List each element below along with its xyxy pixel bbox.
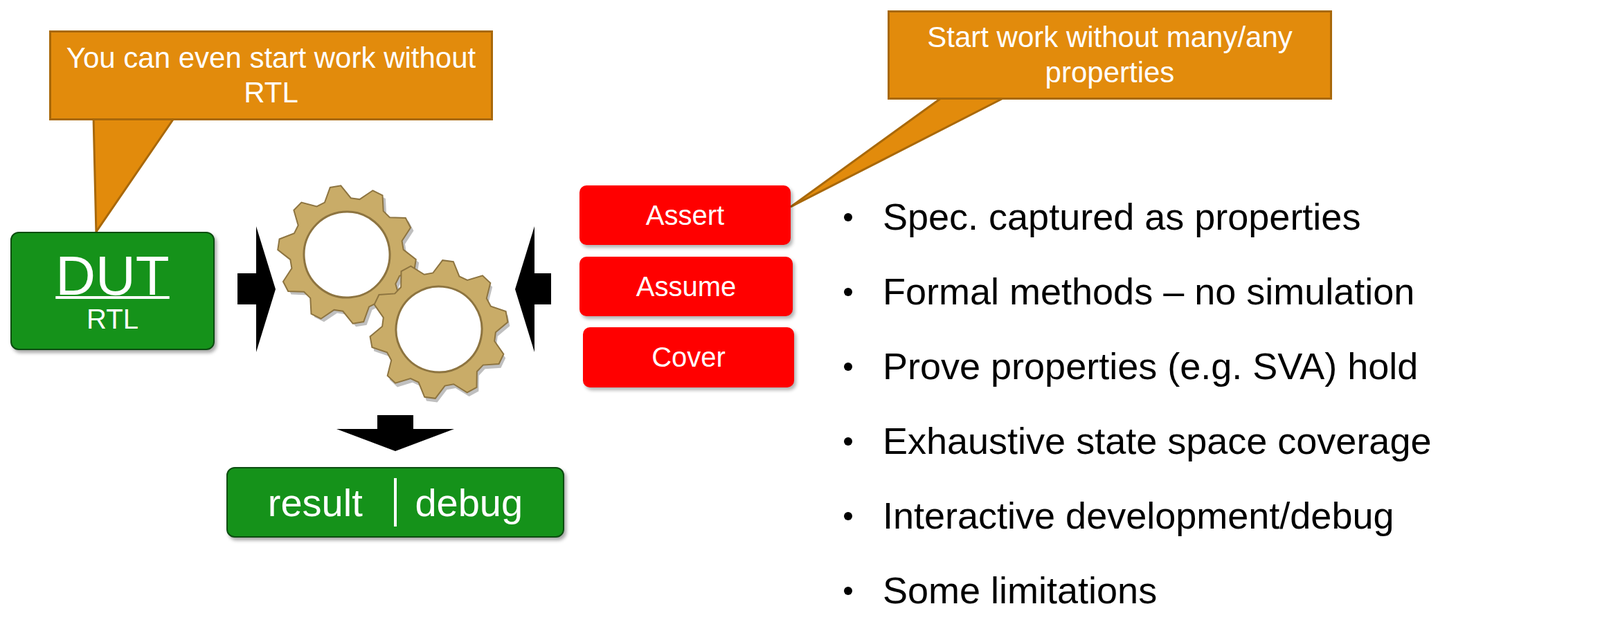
bullet-dot: [843, 362, 853, 372]
property-box: Cover: [582, 327, 795, 388]
callout-box: You can even start work without RTL: [49, 30, 493, 121]
gear-hole: [300, 208, 394, 302]
divider: [393, 478, 397, 527]
gears: [272, 179, 523, 416]
output-arrow: [336, 415, 455, 452]
bullet-text: Some limitations: [882, 570, 1157, 612]
node-text: debug: [414, 480, 523, 526]
node-text: Cover: [651, 342, 726, 374]
dut-box: DUTRTL: [10, 231, 215, 351]
gear-body: [357, 247, 521, 412]
bullet-text: Prove properties (e.g. SVA) hold: [882, 346, 1418, 388]
result-box: result debug: [226, 467, 565, 538]
callout-box: Start work without many/any properties: [887, 10, 1333, 100]
bullet-dot: [843, 437, 853, 446]
node-text: Start work without many/any properties: [902, 20, 1318, 91]
node-text: Assert: [645, 200, 725, 232]
node-text: result: [267, 480, 363, 526]
node-text: Assume: [636, 271, 737, 303]
bullet-dot: [843, 213, 853, 222]
node-text: DUT: [55, 248, 169, 304]
gear: [357, 247, 524, 416]
bullet-dot: [843, 587, 853, 596]
gear-hole: [387, 278, 490, 381]
callout-pointer: [790, 98, 1004, 208]
callout-pointer: [93, 119, 174, 232]
property-box: Assert: [579, 185, 791, 246]
input-arrow: [237, 226, 276, 353]
bullet-dot: [843, 288, 853, 297]
input-arrow: [515, 226, 552, 353]
node-text: You can even start work without RTL: [63, 40, 479, 111]
bullet-text: Formal methods – no simulation: [882, 271, 1415, 313]
bullet-dot: [843, 512, 853, 521]
property-box: Assume: [579, 256, 793, 317]
node-text: RTL: [86, 303, 139, 335]
bullet-text: Exhaustive state space coverage: [882, 420, 1432, 462]
bullet-text: Interactive development/debug: [882, 495, 1395, 537]
bullet-text: Spec. captured as properties: [882, 196, 1361, 238]
